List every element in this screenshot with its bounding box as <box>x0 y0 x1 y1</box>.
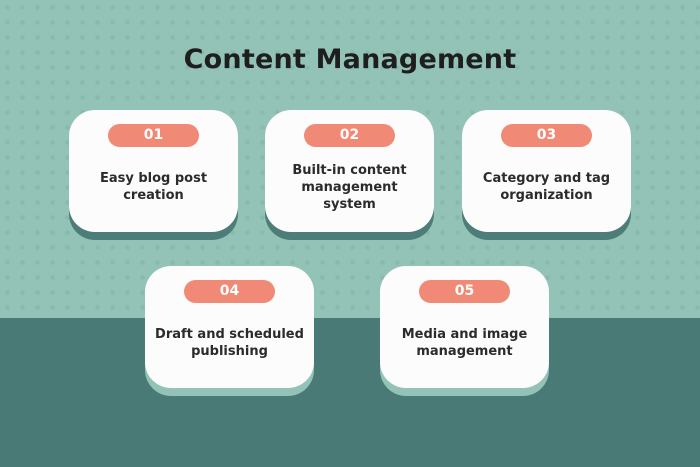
number-badge: 05 <box>419 280 510 303</box>
feature-label: Easy blog post creation <box>99 171 208 203</box>
feature-card-1: 01 Easy blog post creation <box>69 110 238 232</box>
feature-card-4: 04 Draft and scheduled publishing <box>145 266 314 388</box>
feature-card-5: 05 Media and image management <box>380 266 549 388</box>
number-badge: 02 <box>304 124 395 147</box>
feature-label: Draft and scheduled publishing <box>155 327 304 359</box>
bottom-band <box>0 318 700 467</box>
feature-label: Built-in content management system <box>292 162 407 212</box>
feature-card-2: 02 Built-in content management system <box>265 110 434 232</box>
page-title: Content Management <box>183 44 517 75</box>
feature-label: Media and image management <box>401 327 528 359</box>
feature-label: Category and tag organization <box>482 171 611 203</box>
feature-card-3: 03 Category and tag organization <box>462 110 631 232</box>
number-badge: 04 <box>184 280 275 303</box>
number-badge: 03 <box>501 124 592 147</box>
number-badge: 01 <box>108 124 199 147</box>
